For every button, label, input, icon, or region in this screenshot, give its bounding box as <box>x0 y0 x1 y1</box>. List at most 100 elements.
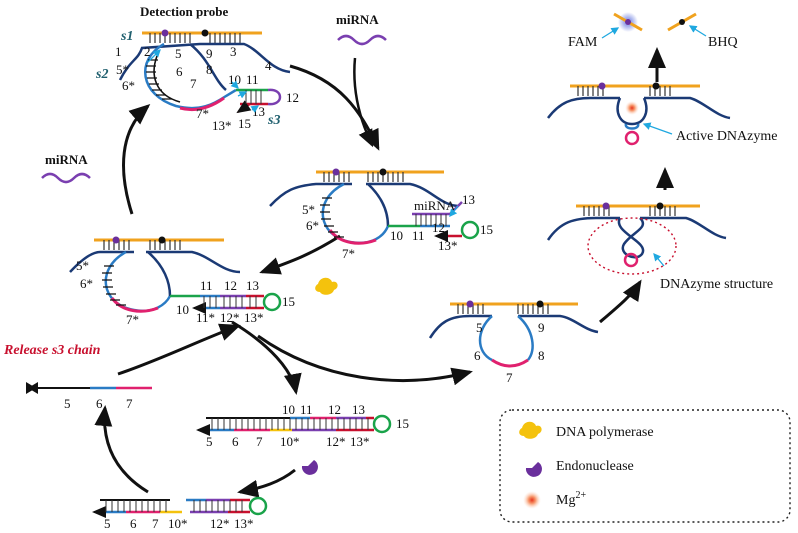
probe-loop-pink <box>179 96 225 112</box>
ext2-13star: 13* <box>234 516 254 531</box>
ext1-15: 15 <box>396 416 409 431</box>
legend-mg-icon <box>523 491 541 509</box>
label-2: 2 <box>144 44 151 59</box>
left-12: 12 <box>224 278 237 293</box>
act-pointer <box>642 122 673 135</box>
released-s3-strand: 5 6 7 <box>26 382 152 411</box>
mid-13star: 13* <box>438 238 458 253</box>
fam-dot <box>161 29 169 37</box>
left-10: 10 <box>176 302 189 317</box>
mid-15: 15 <box>480 222 493 237</box>
ext1-10: 10 <box>282 402 295 417</box>
mirna-bound-probe: 5* 6* 7* 10 11 12 13 13* 15 miRNA <box>269 168 493 261</box>
label-5star: 5* <box>116 62 129 77</box>
left-11: 11 <box>200 278 213 293</box>
fam-label: FAM <box>568 35 598 50</box>
dz-pink-loop <box>623 252 639 268</box>
left-teeth <box>103 240 181 250</box>
mid-12: 12 <box>432 220 445 235</box>
dz-bhq-dot <box>656 202 664 210</box>
ext2-10star: 10* <box>168 516 188 531</box>
legend-mg-label: Mg2+ <box>556 490 586 508</box>
ext1-b7: 7 <box>256 434 263 449</box>
mid-6star: 6* <box>306 218 319 233</box>
ext1-b10star: 10* <box>280 434 300 449</box>
dnazyme-structure: DNAzyme structure <box>546 202 773 292</box>
cleaved-fragments: FAM BHQ <box>568 12 738 50</box>
endonuclease-icon <box>301 460 318 475</box>
left-5star: 5* <box>76 258 89 273</box>
left-s2 <box>69 250 241 274</box>
bhq-dot <box>201 29 209 37</box>
label-8: 8 <box>206 62 213 77</box>
mid-pointer <box>449 205 459 218</box>
hp-right <box>517 315 534 361</box>
left-6star: 6* <box>80 276 93 291</box>
ext1-green-loop <box>372 414 392 434</box>
mid-13: 13 <box>462 192 475 207</box>
hp-9: 9 <box>538 320 545 335</box>
label-13star: 13* <box>212 118 232 133</box>
hp-bhq-dot <box>536 300 544 308</box>
left-12star: 12* <box>220 310 240 325</box>
ext2-6: 6 <box>130 516 137 531</box>
hp-5: 5 <box>476 320 483 335</box>
extended-probe: 5* 6* 7* 10 11 12 13 11* 12* 13* 15 <box>69 236 295 327</box>
hp-8: 8 <box>538 348 545 363</box>
left-7star: 7* <box>126 312 139 327</box>
polymerase-icon <box>315 277 338 295</box>
act-s2 <box>547 96 731 120</box>
ext1-teeth <box>211 418 369 430</box>
probe-inner-strand <box>153 55 181 103</box>
left-duplex-teeth <box>203 296 257 308</box>
ext1-b6: 6 <box>232 434 239 449</box>
act-blue-knot <box>624 123 640 130</box>
mirna-top: miRNA <box>336 12 387 46</box>
cycle-arrows <box>94 47 674 498</box>
hp-teeth <box>457 304 549 314</box>
mid-11: 11 <box>412 228 425 243</box>
label-12: 12 <box>286 90 299 105</box>
label-1: 1 <box>115 44 122 59</box>
act-mg-ion <box>625 101 639 115</box>
mirna-left-strand <box>41 172 91 184</box>
mid-bhq-dot <box>379 168 387 176</box>
strand-s2-label: s2 <box>95 67 108 82</box>
probe-s3-arrow <box>236 100 252 114</box>
label-3: 3 <box>230 44 237 59</box>
bhq-pointer <box>688 25 707 37</box>
act-fam-dot <box>598 82 606 90</box>
active-dnazyme-label: Active DNAzyme <box>676 129 777 144</box>
mirna-top-label: miRNA <box>336 12 379 27</box>
legend-polymerase-icon <box>519 421 542 439</box>
mid-inner-teeth <box>320 197 344 238</box>
label-5: 5 <box>175 46 182 61</box>
mid-10: 10 <box>390 228 403 243</box>
left-green-loop <box>262 292 282 312</box>
hp-left <box>478 315 493 362</box>
legend-endonuclease-icon <box>525 462 542 477</box>
act-loop <box>616 97 648 126</box>
left-loop-pink <box>110 297 159 313</box>
dz-knot <box>617 217 645 259</box>
dz-dashed-ring <box>587 217 677 275</box>
ext1-13: 13 <box>352 402 365 417</box>
hp-pink <box>491 358 529 368</box>
ext2-12star: 12* <box>210 516 230 531</box>
probe-s3-loop <box>267 88 282 106</box>
mirna-top-strand <box>337 34 387 46</box>
mid-fam-dot <box>332 168 340 176</box>
act-pink-loop <box>624 130 640 146</box>
legend: DNA polymerase Endonuclease Mg2+ <box>499 409 791 523</box>
label-6: 6 <box>176 64 183 79</box>
ext1-12: 12 <box>328 402 341 417</box>
act-teeth <box>577 86 671 96</box>
mid-loop-right <box>367 183 390 227</box>
legend-polymerase-label: DNA polymerase <box>556 425 654 440</box>
mirna-left-label: miRNA <box>45 152 88 167</box>
legend-box <box>499 409 791 523</box>
probe-pointers <box>147 49 260 113</box>
dz-pointer <box>653 253 665 267</box>
act-bhq-dot <box>652 82 660 90</box>
probe-inner-teeth <box>146 59 172 100</box>
